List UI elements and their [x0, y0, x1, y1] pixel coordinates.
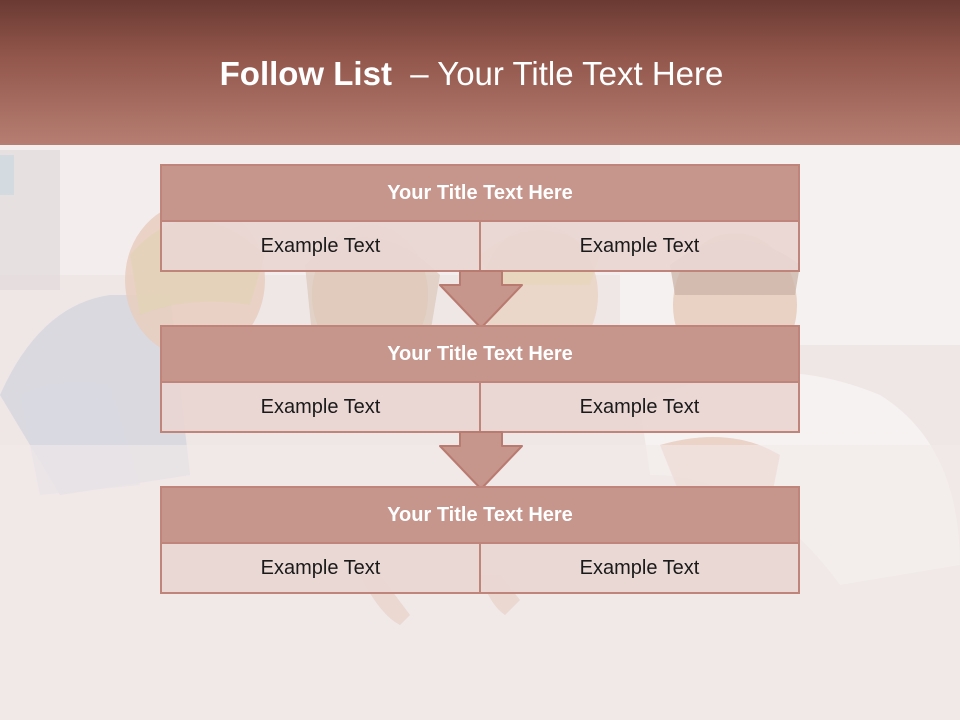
slide-title-bold: Follow List	[219, 55, 392, 92]
block-title: Your Title Text Here	[162, 488, 798, 544]
block-row: Example Text Example Text	[162, 544, 798, 592]
block-title: Your Title Text Here	[162, 166, 798, 222]
block-row: Example Text Example Text	[162, 383, 798, 431]
flow-block-2: Your Title Text Here Example Text Exampl…	[160, 325, 800, 433]
flow-block-3: Your Title Text Here Example Text Exampl…	[160, 486, 800, 594]
slide-title: Follow List – Your Title Text Here	[0, 55, 943, 93]
block-cell-right: Example Text	[479, 383, 798, 431]
slide-title-rest: – Your Title Text Here	[391, 55, 724, 92]
block-cell-left: Example Text	[162, 222, 479, 270]
block-row: Example Text Example Text	[162, 222, 798, 270]
down-arrow-icon	[439, 270, 523, 329]
flow-block-1: Your Title Text Here Example Text Exampl…	[160, 164, 800, 272]
block-cell-left: Example Text	[162, 383, 479, 431]
block-cell-right: Example Text	[479, 222, 798, 270]
block-title: Your Title Text Here	[162, 327, 798, 383]
title-banner	[0, 0, 960, 145]
block-cell-right: Example Text	[479, 544, 798, 592]
block-cell-left: Example Text	[162, 544, 479, 592]
down-arrow-icon	[439, 431, 523, 490]
